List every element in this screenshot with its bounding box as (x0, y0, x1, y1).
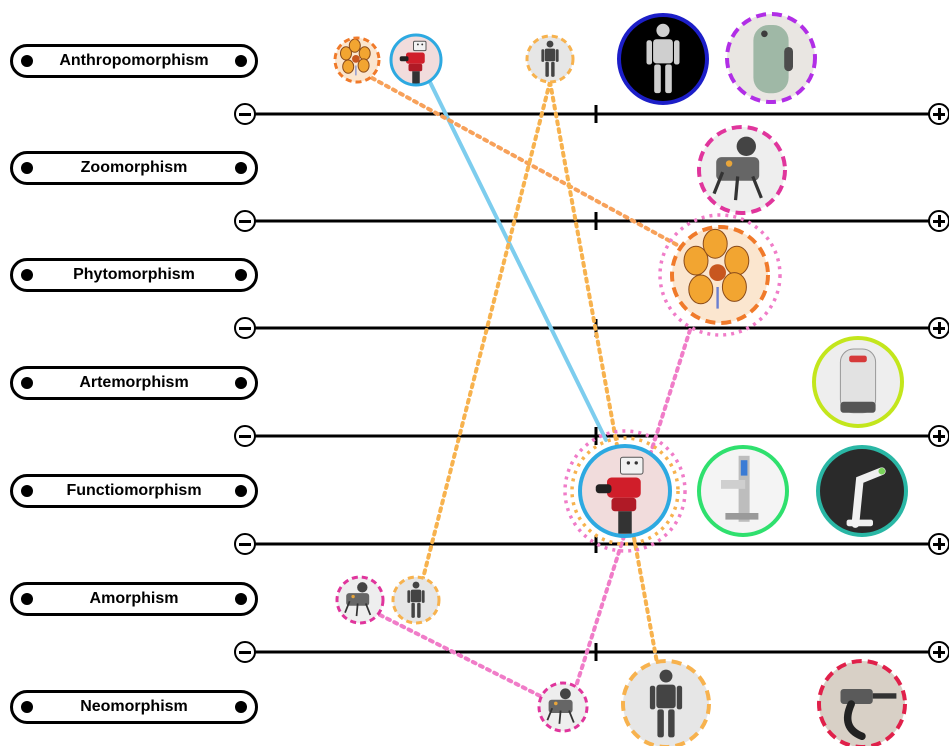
flower-robot-icon (683, 228, 750, 309)
functiomorphism-link (426, 76, 608, 442)
pill-dot-left (21, 377, 33, 389)
robot-ring (333, 36, 381, 84)
mechanical-creature-icon (712, 136, 763, 201)
pill-dot-right (235, 701, 247, 713)
category-label: Anthropomorphism (59, 52, 209, 69)
robot-ring (537, 681, 589, 733)
robot-ring (697, 125, 787, 215)
industrial-robot-large-robot (578, 444, 672, 538)
category-label: Amorphism (89, 590, 179, 607)
category-label: Functiomorphism (66, 482, 202, 499)
robot-ring (389, 33, 443, 87)
robot-ring (812, 336, 904, 428)
phytomorphism-halo (658, 213, 782, 337)
humanoid-link-neo (548, 80, 660, 670)
pill-dot-left (21, 701, 33, 713)
robot-ring (697, 445, 789, 537)
lab-automation-machine-robot (697, 445, 789, 537)
robot-ring (391, 575, 441, 625)
category-pill-functiomorphism: Functiomorphism (10, 474, 258, 508)
robot-ring (578, 444, 672, 538)
delivery-robot-robot (812, 336, 904, 428)
pill-dot-left (21, 269, 33, 281)
lab-machine-icon (721, 455, 759, 522)
robot-ring (670, 225, 770, 325)
pill-dot-left (21, 162, 33, 174)
humanoid-neo-robot (621, 659, 711, 746)
industrial-robot-icon (399, 40, 427, 84)
category-pill-amorphism: Amorphism (10, 582, 258, 616)
category-label: Zoomorphism (80, 159, 188, 176)
gun-robot-icon (840, 688, 897, 741)
humanoid-link-amorph (418, 80, 552, 592)
robot-ring (335, 575, 385, 625)
minus-circle-icon (234, 533, 256, 555)
category-pill-phytomorphism: Phytomorphism (10, 258, 258, 292)
pill-dot-left (21, 485, 33, 497)
robot-ring (617, 13, 709, 105)
robot-arm-icon (846, 467, 886, 528)
humanoid-dark-robot (617, 13, 709, 105)
minus-circle-icon (234, 210, 256, 232)
functiomorphism-orange-halo (570, 436, 680, 546)
humanoid-small-robot (525, 34, 575, 84)
humanoid-robot-icon (541, 40, 559, 77)
robot-arm-robot (816, 445, 908, 537)
mechanical-creature-robot (697, 125, 787, 215)
pill-dot-right (235, 162, 247, 174)
amorph-to-neo-link (378, 613, 562, 708)
robot-ring (725, 12, 817, 104)
category-label: Neomorphism (80, 698, 188, 715)
flower-robot-small-robot (333, 36, 381, 84)
gun-robot-robot (817, 659, 907, 746)
robot-ring (621, 659, 711, 746)
phytomorphism-link (370, 76, 692, 254)
mechanical-creature-neo-robot (537, 681, 589, 733)
category-pill-zoomorphism: Zoomorphism (10, 151, 258, 185)
mechanical-creature-small-robot (335, 575, 385, 625)
flower-robot-icon (340, 38, 371, 76)
flower-robot-large-robot (670, 225, 770, 325)
delivery-robot-icon (839, 348, 877, 414)
pill-dot-right (235, 377, 247, 389)
minus-circle-icon (234, 425, 256, 447)
industrial-robot-icon (595, 456, 644, 534)
mechanical-creature-icon (344, 582, 372, 617)
category-pill-anthropomorphism: Anthropomorphism (10, 44, 258, 78)
pill-dot-right (235, 485, 247, 497)
category-label: Artemorphism (79, 374, 189, 391)
pill-dot-right (235, 55, 247, 67)
category-label: Phytomorphism (73, 266, 195, 283)
robot-ring (525, 34, 575, 84)
functiomorphism-pink-halo (563, 429, 687, 553)
minus-circle-icon (234, 103, 256, 125)
mechanical-creature-icon (546, 688, 575, 724)
minus-circle-icon (234, 641, 256, 663)
humanoid-amorph-robot (391, 575, 441, 625)
minus-circle-icon (234, 317, 256, 339)
humanoid-robot-icon (407, 581, 425, 618)
robot-ring (817, 659, 907, 746)
pill-dot-right (235, 269, 247, 281)
industrial-robot-small-robot (389, 33, 443, 87)
pill-dot-left (21, 55, 33, 67)
green-seal-robot-robot (725, 12, 817, 104)
category-pill-neomorphism: Neomorphism (10, 690, 258, 724)
humanoid-robot-icon (649, 669, 683, 738)
pill-dot-right (235, 593, 247, 605)
soft-robot-icon (753, 25, 793, 94)
robot-ring (816, 445, 908, 537)
category-pill-artemorphism: Artemorphism (10, 366, 258, 400)
plus-circle-icon (928, 425, 949, 447)
pill-dot-left (21, 593, 33, 605)
humanoid-robot-icon (646, 23, 680, 94)
